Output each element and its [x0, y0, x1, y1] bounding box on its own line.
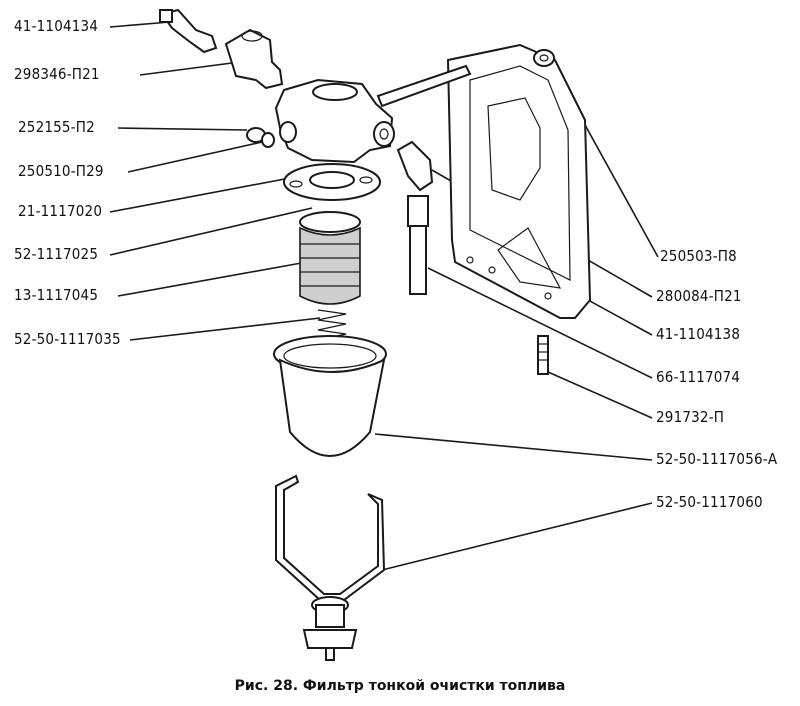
side-elbow	[396, 140, 434, 192]
clamp-stirrup	[275, 474, 386, 601]
nut-washer	[246, 127, 275, 148]
label-fuel-pipe: 66-1117074	[656, 368, 741, 386]
filter-element	[299, 211, 361, 305]
label-inlet-fitting: 41-1104134	[14, 17, 99, 35]
fuel-pipe	[407, 195, 429, 295]
label-clamp: 52-50-1117060	[656, 493, 763, 511]
label-nut: 252155-П2	[18, 118, 95, 136]
label-filter-element: 52-1117025	[14, 245, 99, 263]
label-filter-bowl: 52-50-1117056-А	[656, 450, 778, 468]
label-pipe-fitting: 41-1104138	[656, 325, 741, 343]
label-bracket-nut: 250503-П8	[660, 247, 737, 265]
filter-head	[274, 78, 395, 164]
label-spring-seat: 13-1117045	[14, 286, 99, 304]
stud	[537, 335, 549, 375]
figure-caption: Рис. 28. Фильтр тонкой очистки топлива	[234, 678, 566, 694]
mounting-bracket	[446, 43, 592, 319]
elbow-fitting	[224, 28, 284, 90]
label-washer: 250510-П29	[18, 162, 104, 180]
label-side-elbow: 280084-П21	[656, 287, 742, 305]
inlet-fitting	[159, 8, 218, 54]
clamp-knob	[302, 596, 358, 661]
label-elbow-fitting: 298346-П21	[14, 65, 100, 83]
label-gasket: 21-1117020	[18, 202, 103, 220]
spring	[317, 309, 347, 341]
label-stud: 291732-П	[656, 408, 725, 426]
long-bolt	[376, 64, 472, 108]
filter-bowl	[273, 335, 387, 457]
gasket	[283, 163, 381, 201]
label-spring: 52-50-1117035	[14, 330, 121, 348]
